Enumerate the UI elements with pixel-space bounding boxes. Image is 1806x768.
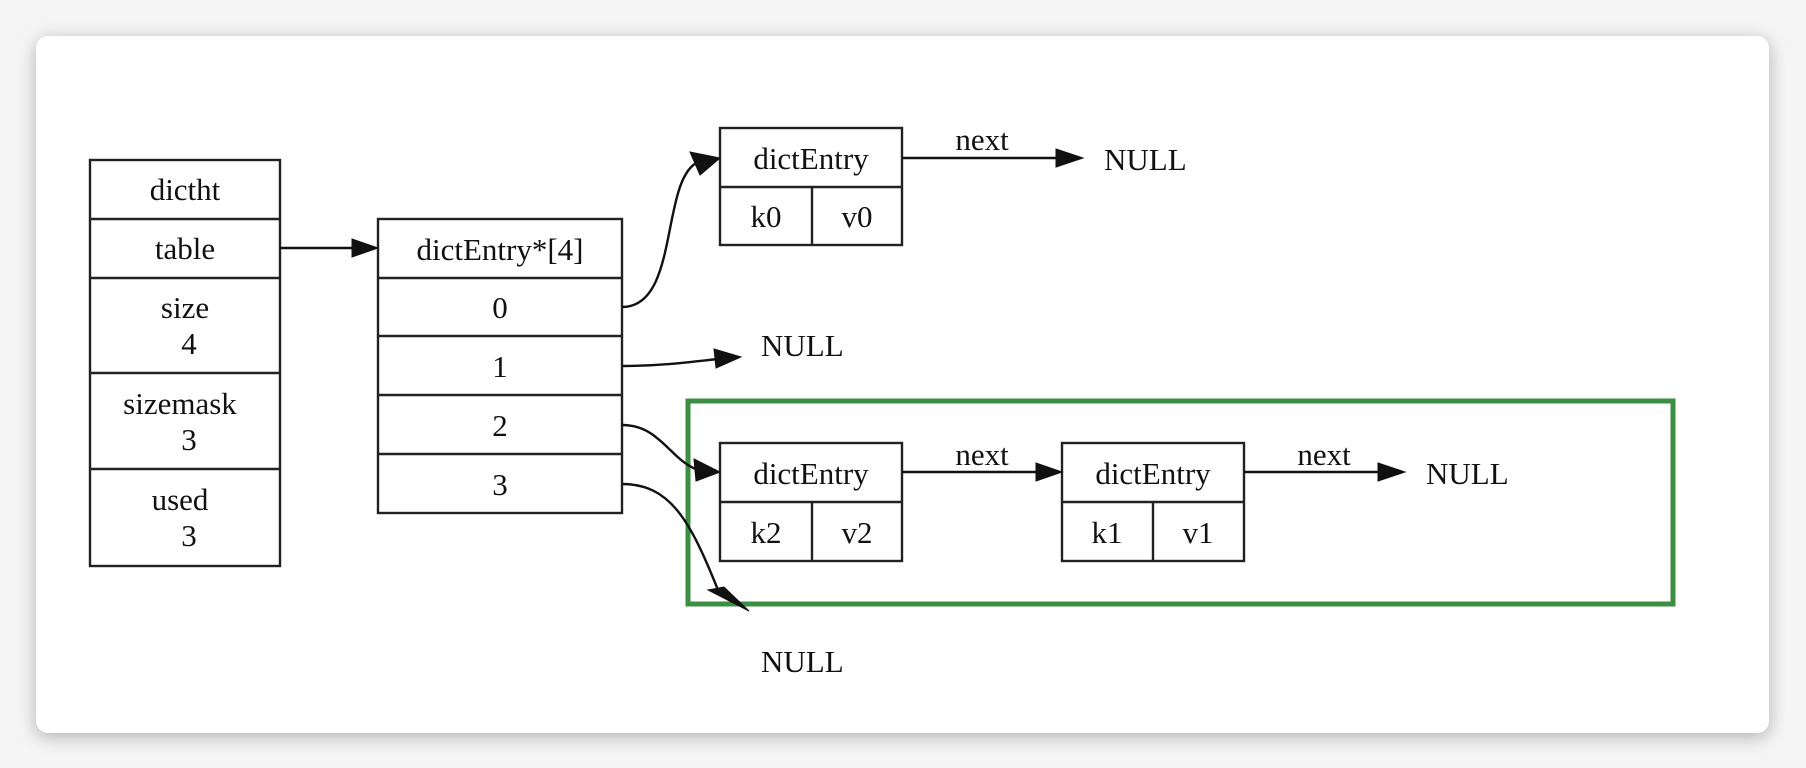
entry-value: v2 (842, 515, 873, 550)
table-array-title: dictEntry*[4] (416, 232, 583, 267)
arrowhead-icon (351, 238, 380, 258)
entry-title: dictEntry (753, 456, 869, 491)
arrowhead-icon (713, 348, 743, 369)
dictht-sizemask-value: 3 (181, 422, 197, 457)
dictht-node: dictht table size 4 sizemask 3 used 3 (88, 158, 282, 568)
edge-slot0-to-k0 (621, 151, 722, 309)
highlight-box (685, 398, 1676, 607)
entry-value: v1 (1183, 515, 1214, 550)
dictht-box (88, 158, 282, 568)
table-slot-1: 1 (492, 349, 508, 384)
null-label: NULL (1104, 142, 1187, 177)
dict-entry-k1: dictEntry k1 v1 (1060, 441, 1246, 563)
arrowhead-icon (1377, 462, 1407, 482)
dictht-title: dictht (150, 172, 221, 207)
edge-slot2-to-k2 (621, 423, 722, 482)
arrowhead-icon (689, 151, 722, 176)
null-label: NULL (1426, 456, 1509, 491)
table-slot-3: 3 (492, 467, 508, 502)
edge-k0-next: next (902, 122, 1085, 168)
edge-label-next: next (955, 437, 1009, 472)
entry-key: k0 (751, 199, 782, 234)
edge-table-pointer (280, 238, 380, 258)
null-label: NULL (761, 644, 844, 679)
table-slot-2: 2 (492, 408, 508, 443)
table-slot-0: 0 (492, 290, 508, 325)
dictht-field-table: table (155, 231, 215, 266)
entry-title: dictEntry (1095, 456, 1211, 491)
arrowhead-icon (1055, 148, 1085, 168)
dict-entry-k2: dictEntry k2 v2 (718, 441, 904, 563)
edge-k2-next: next (902, 437, 1064, 482)
edge-slot1-null (621, 348, 743, 369)
table-array-box (376, 217, 624, 515)
entry-key: k1 (1092, 515, 1123, 550)
dict-entry-k0: dictEntry k0 v0 (718, 126, 904, 247)
edge-label-next: next (1297, 437, 1351, 472)
edge-k1-next: next (1244, 437, 1407, 482)
null-label: NULL (761, 328, 844, 363)
entry-value: v0 (842, 199, 873, 234)
arrowhead-icon (1035, 462, 1064, 482)
dictht-size-value: 4 (181, 326, 197, 361)
entry-title: dictEntry (753, 141, 869, 176)
dictht-field-used: used (152, 482, 209, 517)
table-array-node: dictEntry*[4] 0 1 2 3 (376, 217, 624, 515)
edge-slot3-null (621, 482, 750, 612)
entry-key: k2 (751, 515, 782, 550)
edge-label-next: next (955, 122, 1009, 157)
dictht-field-sizemask: sizemask (123, 386, 237, 421)
arrowhead-icon (693, 458, 722, 482)
dictht-field-size: size (161, 290, 209, 325)
arrowhead-icon (706, 586, 750, 612)
dictht-used-value: 3 (181, 518, 197, 553)
